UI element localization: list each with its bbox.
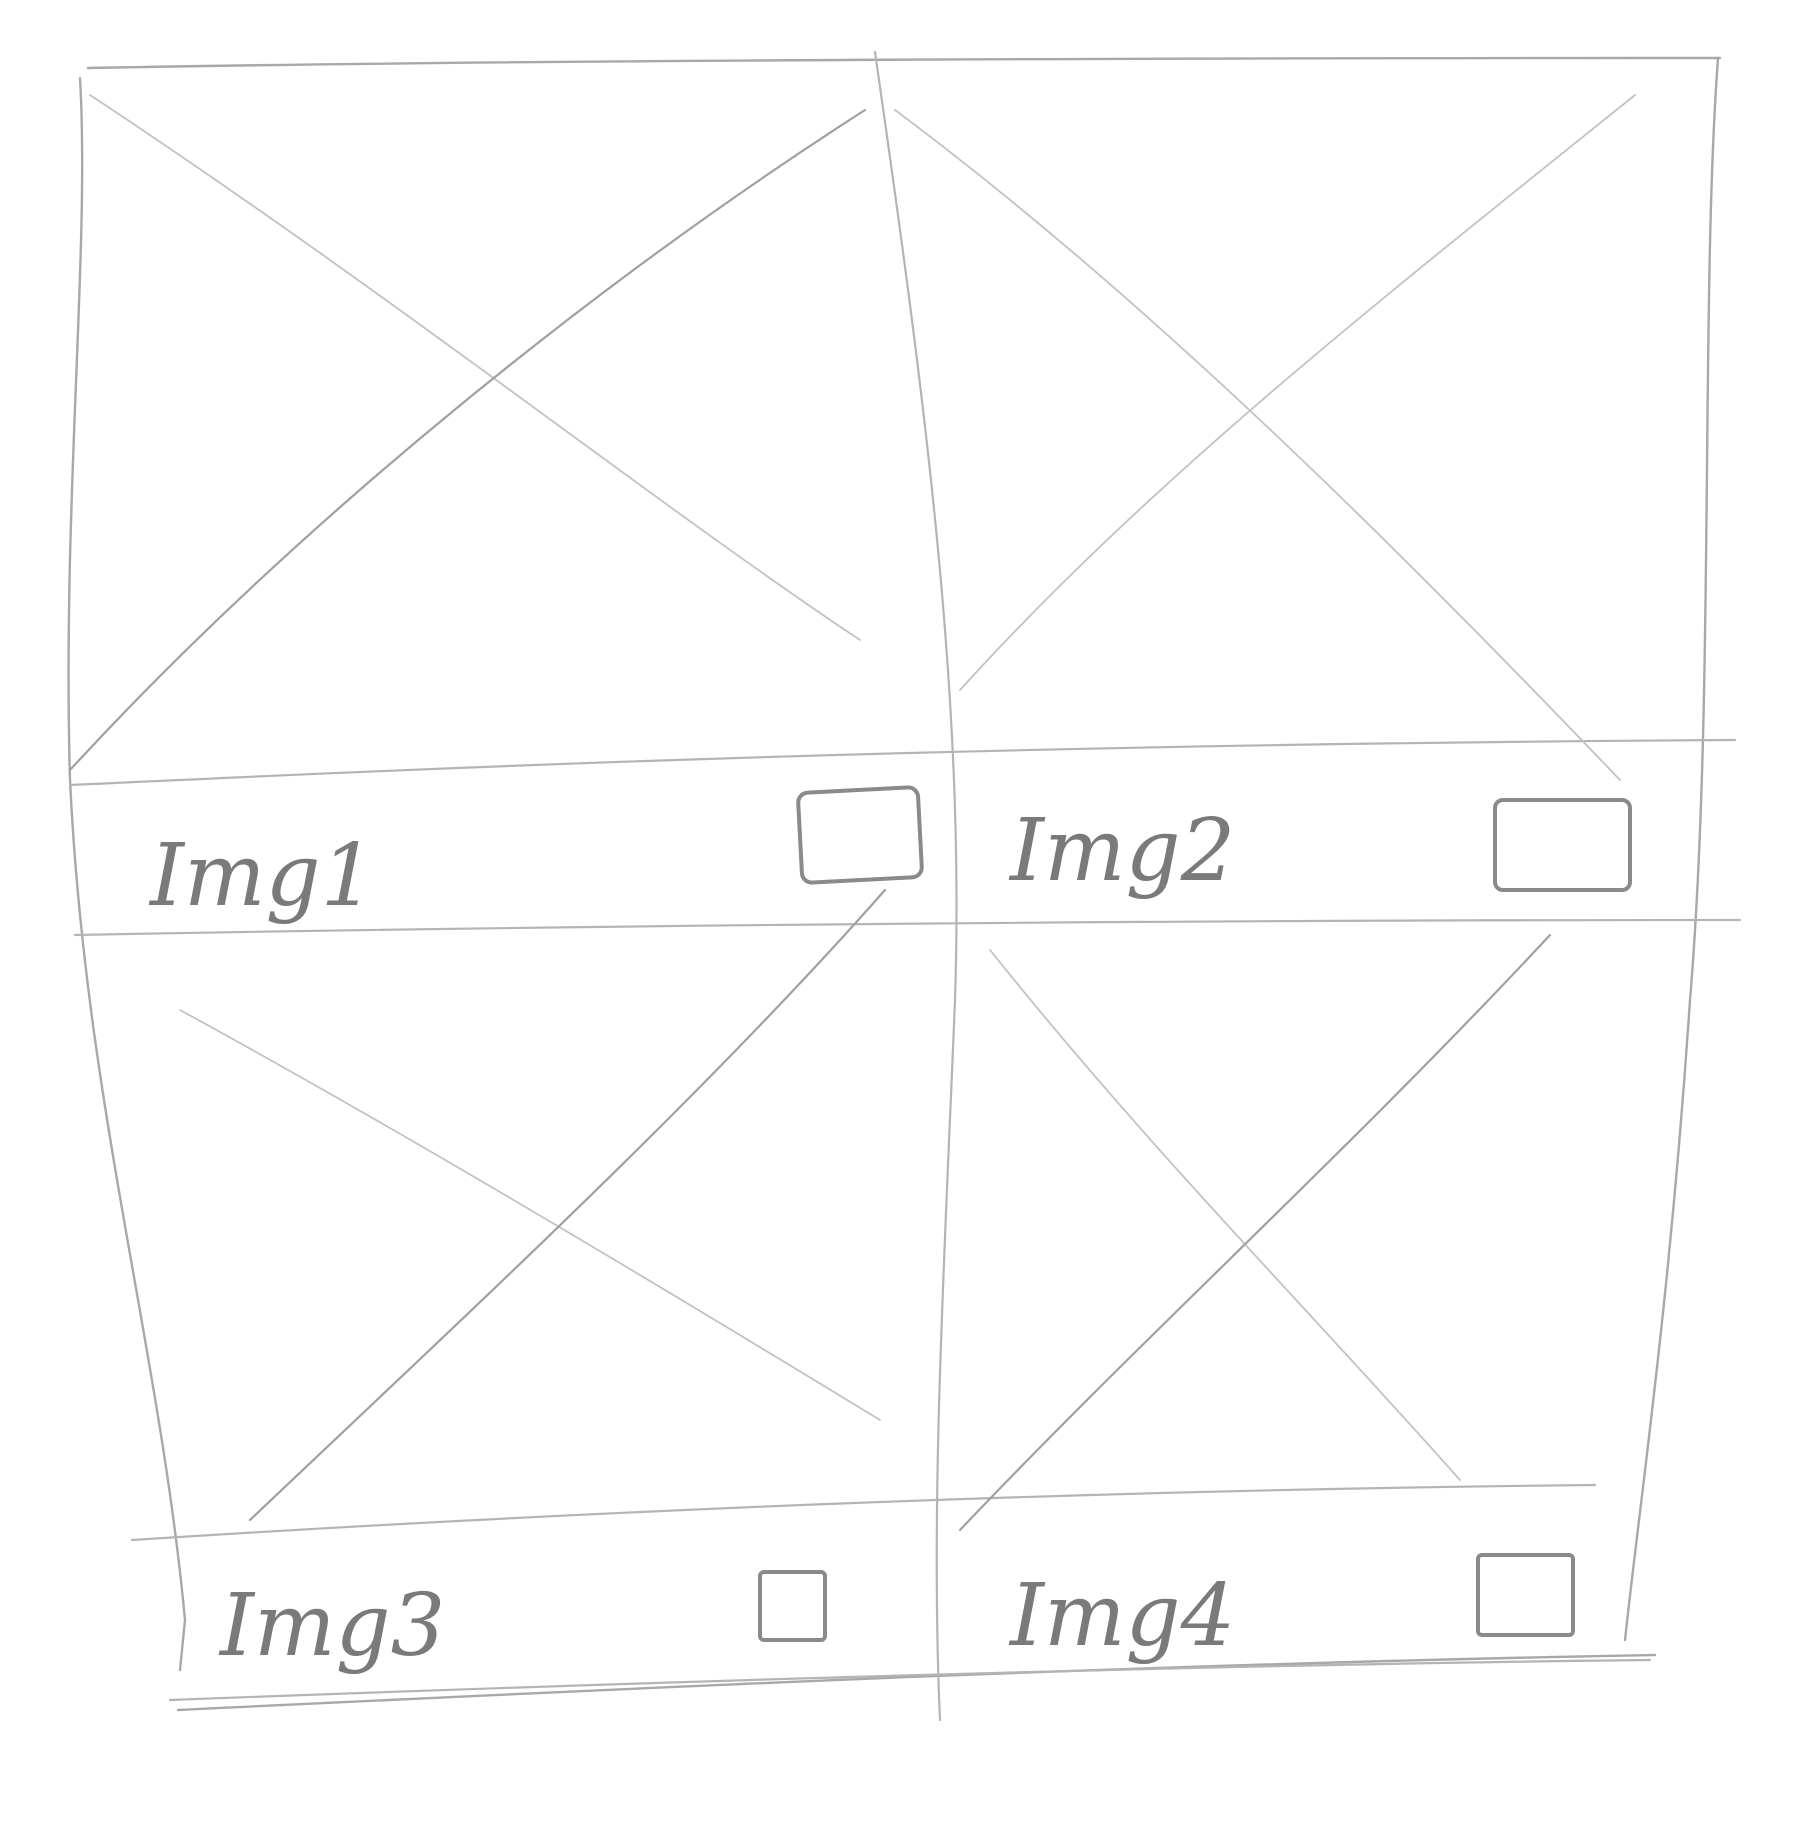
placeholder-cross-line [894, 109, 1621, 781]
tile-3-caption-row: Img3 [218, 1570, 827, 1676]
image-placeholder-3 [179, 888, 887, 1522]
divider-caption-row-1 [73, 918, 1742, 937]
placeholder-cross-line [958, 933, 1552, 1532]
tile-1-caption-row: Img1 [148, 785, 924, 926]
divider-image-row-2 [130, 1483, 1597, 1542]
frame-left-edge [67, 76, 187, 1672]
image-placeholder-4 [958, 933, 1552, 1532]
tile-2-caption-row: Img2 [1008, 798, 1632, 901]
tile-caption: Img1 [148, 826, 375, 926]
tile-caption: Img2 [1008, 801, 1235, 901]
tile-1-checkbox[interactable] [796, 785, 924, 885]
placeholder-cross-line [179, 1009, 881, 1421]
frame-top-edge [86, 56, 1722, 70]
row-dividers [68, 738, 1742, 1702]
placeholder-cross-line [989, 949, 1461, 1481]
placeholder-cross-line [89, 94, 861, 641]
tile-caption: Img4 [1008, 1566, 1235, 1666]
gallery-frame [67, 56, 1722, 1712]
placeholder-cross-line [248, 888, 887, 1522]
image-placeholder-1 [68, 94, 867, 772]
placeholder-cross-line [959, 94, 1636, 691]
tile-4-checkbox[interactable] [1476, 1553, 1575, 1637]
divider-caption-row-2 [168, 1658, 1652, 1702]
tile-caption: Img3 [218, 1576, 445, 1676]
placeholder-cross-line [68, 108, 867, 772]
tile-2-checkbox[interactable] [1493, 798, 1632, 892]
tile-3-checkbox[interactable] [758, 1570, 827, 1642]
divider-image-row-1 [68, 738, 1737, 787]
column-divider [873, 50, 958, 1722]
frame-bottom-edge [176, 1653, 1657, 1712]
tile-4-caption-row: Img4 [1008, 1553, 1575, 1666]
frame-right-edge [1623, 56, 1720, 1642]
image-placeholder-2 [894, 94, 1636, 781]
